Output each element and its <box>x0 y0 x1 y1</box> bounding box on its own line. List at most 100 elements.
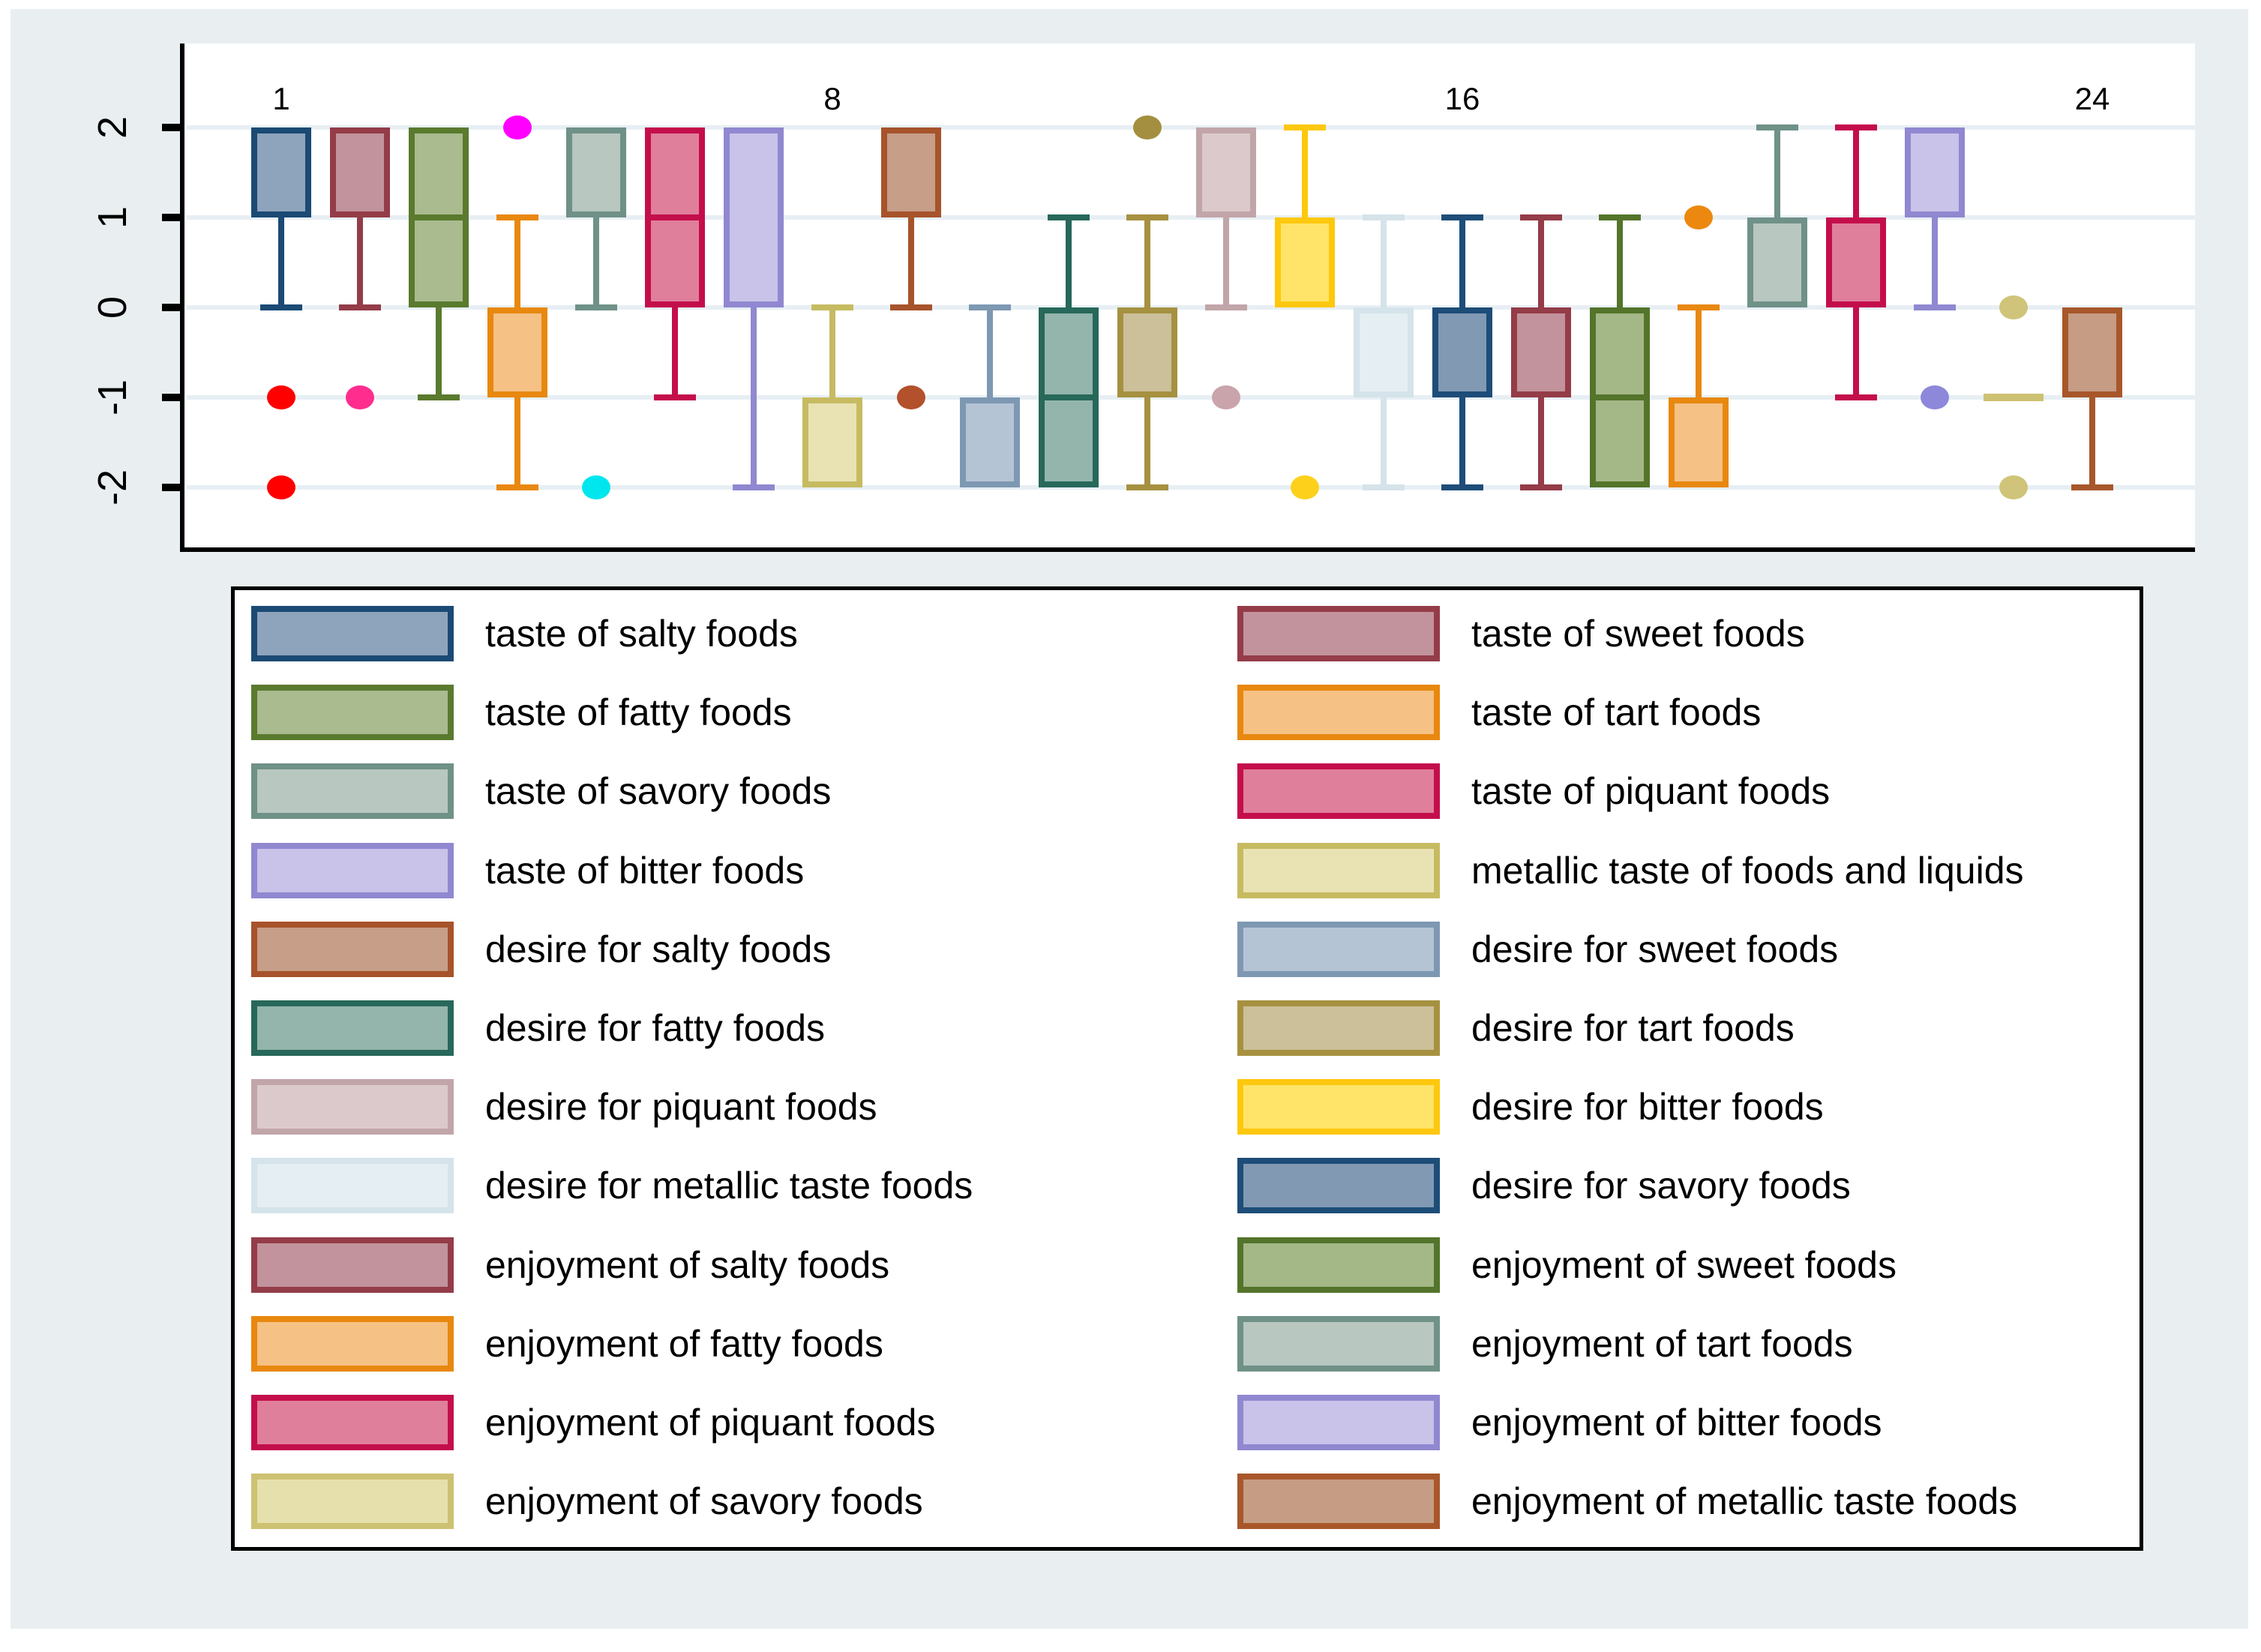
outlier-dot-desire-for-tart-foods <box>1133 115 1162 139</box>
legend-label-enjoyment-of-tart-foods: enjoyment of tart foods <box>1471 1322 1853 1365</box>
whisker-cap-taste-of-savory-foods <box>575 304 617 310</box>
whisker-stem-metallic-taste-of-foods-and-liquids <box>829 307 835 397</box>
legend-label-taste-of-tart-foods: taste of tart foods <box>1471 691 1762 734</box>
x-axis-top-label: 24 <box>2074 81 2110 116</box>
median-line-taste-of-fatty-foods <box>415 214 463 220</box>
legend-swatch-taste-of-sweet-foods <box>1237 606 1440 661</box>
whisker-stem-enjoyment-of-metallic-taste-foods <box>2089 397 2095 487</box>
whisker-stem-enjoyment-of-piquant-foods <box>1853 127 1859 217</box>
legend-swatch-taste-of-piquant-foods <box>1237 763 1440 820</box>
outlier-dot-desire-for-bitter-foods <box>1291 475 1319 499</box>
whisker-stem-taste-of-tart-foods <box>514 397 520 487</box>
whisker-stem-enjoyment-of-piquant-foods <box>1853 307 1859 397</box>
box-plot-enjoyment-of-tart-foods <box>1747 217 1807 307</box>
outlier-dot-enjoyment-of-bitter-foods <box>1921 385 1949 409</box>
whisker-stem-enjoyment-of-salty-foods <box>1538 217 1544 307</box>
legend-label-enjoyment-of-piquant-foods: enjoyment of piquant foods <box>485 1402 936 1444</box>
box-plot-desire-for-metallic-taste-foods <box>1354 307 1414 397</box>
whisker-cap-taste-of-fatty-foods <box>418 394 460 400</box>
whisker-stem-enjoyment-of-sweet-foods <box>1617 217 1623 307</box>
legend-swatch-enjoyment-of-metallic-taste-foods <box>1237 1474 1440 1530</box>
whisker-cap-taste-of-bitter-foods <box>733 484 775 490</box>
plot-area <box>184 43 2195 547</box>
whisker-stem-taste-of-sweet-foods <box>357 217 363 307</box>
median-line-desire-for-fatty-foods <box>1045 394 1093 400</box>
y-axis-line <box>180 43 184 552</box>
x-axis-top-label: 1 <box>272 81 290 116</box>
median-line-enjoyment-of-sweet-foods <box>1596 394 1644 400</box>
legend-label-enjoyment-of-salty-foods: enjoyment of salty foods <box>485 1243 890 1286</box>
legend-swatch-desire-for-bitter-foods <box>1237 1079 1440 1135</box>
x-axis-top-label: 16 <box>1444 81 1480 116</box>
legend-swatch-enjoyment-of-savory-foods <box>251 1474 454 1530</box>
whisker-stem-desire-for-metallic-taste-foods <box>1381 397 1387 487</box>
whisker-stem-desire-for-piquant-foods <box>1223 217 1229 307</box>
whisker-stem-desire-for-tart-foods <box>1144 397 1150 487</box>
legend-swatch-desire-for-fatty-foods <box>251 1000 454 1056</box>
legend-swatch-taste-of-salty-foods <box>251 606 454 661</box>
legend-label-desire-for-fatty-foods: desire for fatty foods <box>485 1007 826 1049</box>
box-plot-desire-for-sweet-foods <box>960 397 1020 487</box>
whisker-cap-desire-for-fatty-foods <box>1048 214 1090 220</box>
legend-label-desire-for-salty-foods: desire for salty foods <box>485 928 832 970</box>
whisker-cap-enjoyment-of-salty-foods <box>1520 484 1562 490</box>
y-axis-tick <box>162 484 184 491</box>
box-plot-taste-of-sweet-foods <box>330 127 390 217</box>
outlier-dot-taste-of-salty-foods <box>267 385 295 409</box>
box-plot-desire-for-salty-foods <box>881 127 941 217</box>
legend-swatch-enjoyment-of-fatty-foods <box>251 1315 454 1372</box>
whisker-stem-enjoyment-of-tart-foods <box>1774 127 1780 217</box>
whisker-stem-taste-of-savory-foods <box>593 217 599 307</box>
box-plot-enjoyment-of-fatty-foods <box>1669 397 1729 487</box>
box-plot-enjoyment-of-salty-foods <box>1511 307 1571 397</box>
legend-swatch-enjoyment-of-tart-foods <box>1237 1315 1440 1372</box>
x-axis-line <box>180 547 2195 552</box>
outlier-dot-desire-for-piquant-foods <box>1212 385 1240 409</box>
legend-label-desire-for-savory-foods: desire for savory foods <box>1471 1165 1851 1207</box>
legend-swatch-desire-for-salty-foods <box>251 921 454 977</box>
whisker-cap-desire-for-metallic-taste-foods <box>1363 484 1405 490</box>
legend-swatch-taste-of-tart-foods <box>1237 685 1440 741</box>
legend-label-taste-of-fatty-foods: taste of fatty foods <box>485 691 792 734</box>
outlier-dot-enjoyment-of-savory-foods <box>1999 295 2028 319</box>
whisker-cap-enjoyment-of-piquant-foods <box>1835 124 1877 130</box>
legend-swatch-desire-for-piquant-foods <box>251 1079 454 1135</box>
legend-label-desire-for-piquant-foods: desire for piquant foods <box>485 1086 877 1129</box>
outlier-dot-taste-of-sweet-foods <box>346 385 374 409</box>
whisker-cap-enjoyment-of-metallic-taste-foods <box>2071 484 2113 490</box>
whisker-cap-taste-of-salty-foods <box>260 304 302 310</box>
whisker-cap-enjoyment-of-tart-foods <box>1756 124 1798 130</box>
whisker-stem-desire-for-metallic-taste-foods <box>1381 217 1387 307</box>
box-plot-desire-for-savory-foods <box>1432 307 1492 397</box>
legend-swatch-enjoyment-of-salty-foods <box>251 1237 454 1293</box>
y-axis-tick-label: 0 <box>90 295 135 319</box>
legend-label-metallic-taste-of-foods-and-liquids: metallic taste of foods and liquids <box>1471 849 2024 892</box>
legend-label-enjoyment-of-metallic-taste-foods: enjoyment of metallic taste foods <box>1471 1480 2018 1523</box>
outlier-dot-taste-of-salty-foods <box>267 475 295 499</box>
whisker-cap-desire-for-metallic-taste-foods <box>1363 214 1405 220</box>
box-plot-metallic-taste-of-foods-and-liquids <box>802 397 862 487</box>
whisker-stem-taste-of-bitter-foods <box>751 307 757 487</box>
whisker-cap-desire-for-salty-foods <box>890 304 932 310</box>
legend-swatch-taste-of-fatty-foods <box>251 685 454 741</box>
legend-label-taste-of-sweet-foods: taste of sweet foods <box>1471 613 1805 655</box>
box-plot-enjoyment-of-bitter-foods <box>1905 127 1965 217</box>
legend-label-enjoyment-of-fatty-foods: enjoyment of fatty foods <box>485 1322 883 1365</box>
legend-swatch-desire-for-sweet-foods <box>1237 921 1440 977</box>
legend-label-taste-of-savory-foods: taste of savory foods <box>485 770 832 813</box>
whisker-stem-enjoyment-of-fatty-foods <box>1696 307 1702 397</box>
median-dash-enjoyment-of-savory-foods <box>1984 394 2044 401</box>
box-plot-desire-for-bitter-foods <box>1275 217 1335 307</box>
whisker-cap-metallic-taste-of-foods-and-liquids <box>811 304 853 310</box>
median-line-taste-of-piquant-foods <box>651 214 699 220</box>
box-plot-desire-for-tart-foods <box>1117 307 1177 397</box>
y-axis-tick <box>162 124 184 131</box>
gridline <box>187 305 2195 310</box>
whisker-cap-desire-for-sweet-foods <box>969 304 1011 310</box>
whisker-cap-desire-for-savory-foods <box>1441 214 1483 220</box>
outlier-dot-taste-of-tart-foods <box>503 115 532 139</box>
legend-swatch-enjoyment-of-bitter-foods <box>1237 1395 1440 1450</box>
legend-swatch-desire-for-savory-foods <box>1237 1158 1440 1214</box>
y-axis-tick-label: -2 <box>90 469 135 506</box>
